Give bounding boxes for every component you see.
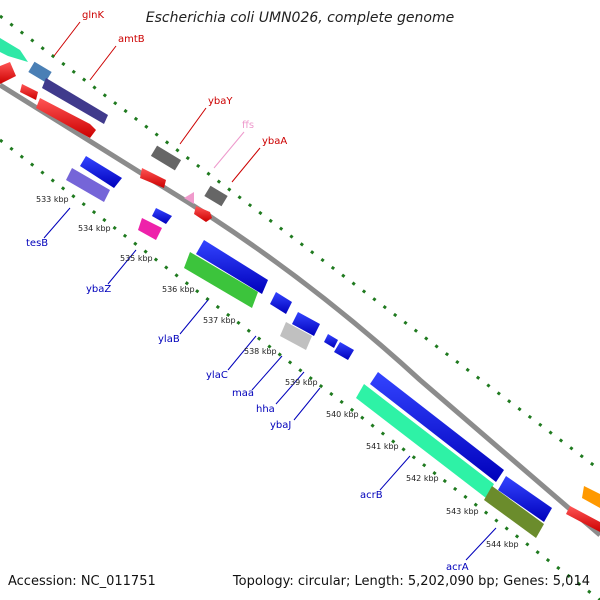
forward-strand-genes xyxy=(0,38,600,532)
reverse-strand-genes xyxy=(66,156,552,538)
accession-text: Accession: NC_011751 xyxy=(8,574,156,589)
gene-ylaB xyxy=(184,252,258,308)
gene-red-arrow-small xyxy=(20,84,38,100)
tick-541: 541 kbp xyxy=(366,442,399,451)
gene-glnK-top xyxy=(0,38,28,62)
gene-blue-2 xyxy=(152,208,172,224)
label-ylaB: ylaB xyxy=(158,334,180,345)
label-ybaJ: ybaJ xyxy=(270,420,291,431)
gene-ybaJ xyxy=(334,342,354,360)
tick-535: 535 kbp xyxy=(120,254,153,263)
gene-red-ybaA xyxy=(194,206,212,222)
map-title: Escherichia coli UMN026, complete genome xyxy=(145,10,455,26)
label-acrA: acrA xyxy=(446,562,469,573)
tick-544: 544 kbp xyxy=(486,540,519,549)
label-maa: maa xyxy=(232,388,254,399)
label-ffs: ffs xyxy=(242,120,254,131)
gene-amtB xyxy=(42,78,108,124)
label-ybaY: ybaY xyxy=(208,96,233,107)
gene-blue-acrB xyxy=(370,372,504,482)
ffs-connector xyxy=(213,131,245,169)
label-ybaZ: ybaZ xyxy=(86,284,111,295)
label-hha: hha xyxy=(256,404,275,415)
label-ybaA: ybaA xyxy=(262,136,287,147)
gene-maa xyxy=(280,322,312,350)
gene-blue-1 xyxy=(80,156,122,188)
gene-tesB xyxy=(66,168,110,202)
gene-ybaA xyxy=(204,185,228,207)
label-ylaC: ylaC xyxy=(206,370,228,381)
gene-acrA xyxy=(484,486,544,538)
label-glnK: glnK xyxy=(82,10,104,21)
label-acrB: acrB xyxy=(360,490,383,501)
gene-red-right xyxy=(566,506,600,532)
gene-blue-ylaC xyxy=(270,292,292,314)
genome-summary-text: Topology: circular; Length: 5,202,090 bp… xyxy=(232,574,590,589)
gene-red-left-1 xyxy=(0,62,16,84)
gene-steelblue xyxy=(28,61,52,83)
kbp-tick-labels: 533 kbp 534 kbp 535 kbp 536 kbp 537 kbp … xyxy=(36,195,519,549)
tick-536: 536 kbp xyxy=(162,285,195,294)
genome-backbone xyxy=(0,82,600,537)
label-tesB: tesB xyxy=(26,238,48,249)
forward-connectors xyxy=(53,21,261,183)
inner-tick-track xyxy=(0,138,600,600)
forward-gene-labels: glnK amtB ybaY ffs ybaA xyxy=(82,10,287,147)
tick-543: 543 kbp xyxy=(446,507,479,516)
gene-ybaY xyxy=(150,145,182,171)
tick-542: 542 kbp xyxy=(406,474,439,483)
gene-orange-right xyxy=(582,486,600,508)
gene-blue-maa xyxy=(292,312,320,336)
gene-ffs xyxy=(184,192,194,204)
reverse-gene-labels: tesB ybaZ ylaB ylaC maa hha ybaJ acrB ac… xyxy=(26,238,469,573)
gene-blue-acrA xyxy=(498,476,552,522)
tick-538: 538 kbp xyxy=(244,347,277,356)
tick-539: 539 kbp xyxy=(285,378,318,387)
tick-537: 537 kbp xyxy=(203,316,236,325)
outer-tick-track xyxy=(0,14,600,472)
reverse-connectors xyxy=(43,207,497,561)
label-amtB: amtB xyxy=(118,34,145,45)
tick-534: 534 kbp xyxy=(78,224,111,233)
tick-533: 533 kbp xyxy=(36,195,69,204)
gene-red-ybaY xyxy=(140,168,166,188)
gene-red-arrow-long xyxy=(36,98,96,138)
gene-ybaZ xyxy=(138,218,162,240)
gene-hha xyxy=(324,334,338,348)
gene-blue-3 xyxy=(196,240,268,294)
gene-acrB xyxy=(356,384,494,498)
tick-540: 540 kbp xyxy=(326,410,359,419)
